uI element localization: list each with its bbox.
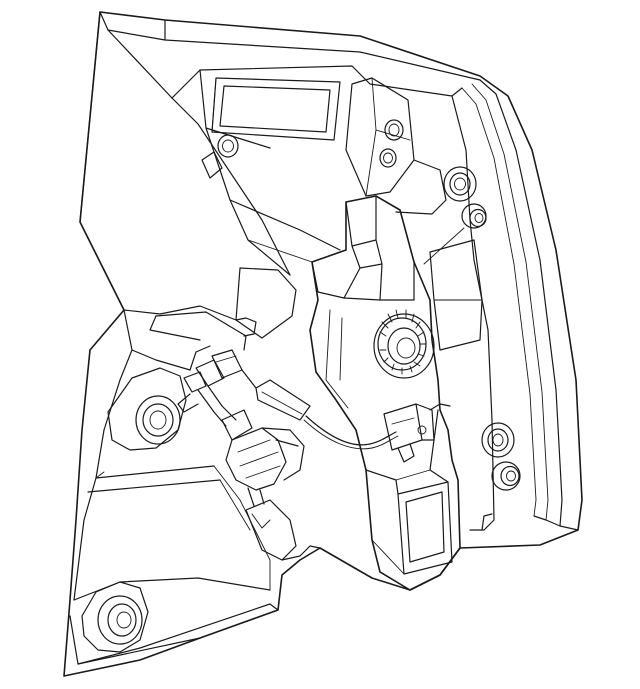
upper-boss bbox=[345, 77, 447, 215]
wiring-harness bbox=[177, 349, 399, 507]
small-tab bbox=[201, 151, 223, 179]
socket-block bbox=[309, 195, 461, 591]
bulb-socket bbox=[373, 309, 435, 379]
back-plate bbox=[171, 65, 495, 531]
right-inset bbox=[429, 239, 483, 351]
side-connector bbox=[383, 403, 451, 463]
grommet-right-upper bbox=[443, 166, 477, 202]
outer-lens bbox=[63, 11, 583, 677]
inner-cradle bbox=[149, 267, 321, 561]
lower-left-housing bbox=[69, 305, 279, 665]
stud-right-lower bbox=[491, 461, 521, 491]
grommet-right-lower bbox=[481, 422, 515, 458]
label-plate bbox=[211, 77, 341, 141]
grommet-left-lower bbox=[81, 581, 149, 653]
grommet-left-upper bbox=[107, 367, 187, 451]
upper-holes bbox=[217, 119, 404, 168]
